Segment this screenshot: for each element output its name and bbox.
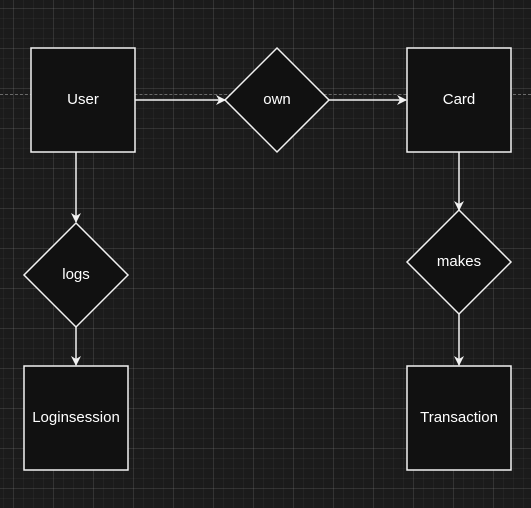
entity-transaction-label: Transaction <box>420 409 498 426</box>
entity-user-label: User <box>67 91 99 108</box>
entity-user[interactable]: User <box>30 47 136 153</box>
relationship-logs[interactable]: logs <box>22 221 130 329</box>
relationship-makes[interactable]: makes <box>405 208 513 316</box>
entity-card-label: Card <box>443 91 476 108</box>
entity-transaction[interactable]: Transaction <box>406 365 512 471</box>
relationship-logs-label: logs <box>62 266 90 283</box>
entity-loginsession-label: Loginsession <box>32 409 120 426</box>
relationship-own[interactable]: own <box>223 46 331 154</box>
entity-loginsession[interactable]: Loginsession <box>23 365 129 471</box>
relationship-own-label: own <box>263 91 291 108</box>
entity-card[interactable]: Card <box>406 47 512 153</box>
relationship-makes-label: makes <box>437 253 481 270</box>
